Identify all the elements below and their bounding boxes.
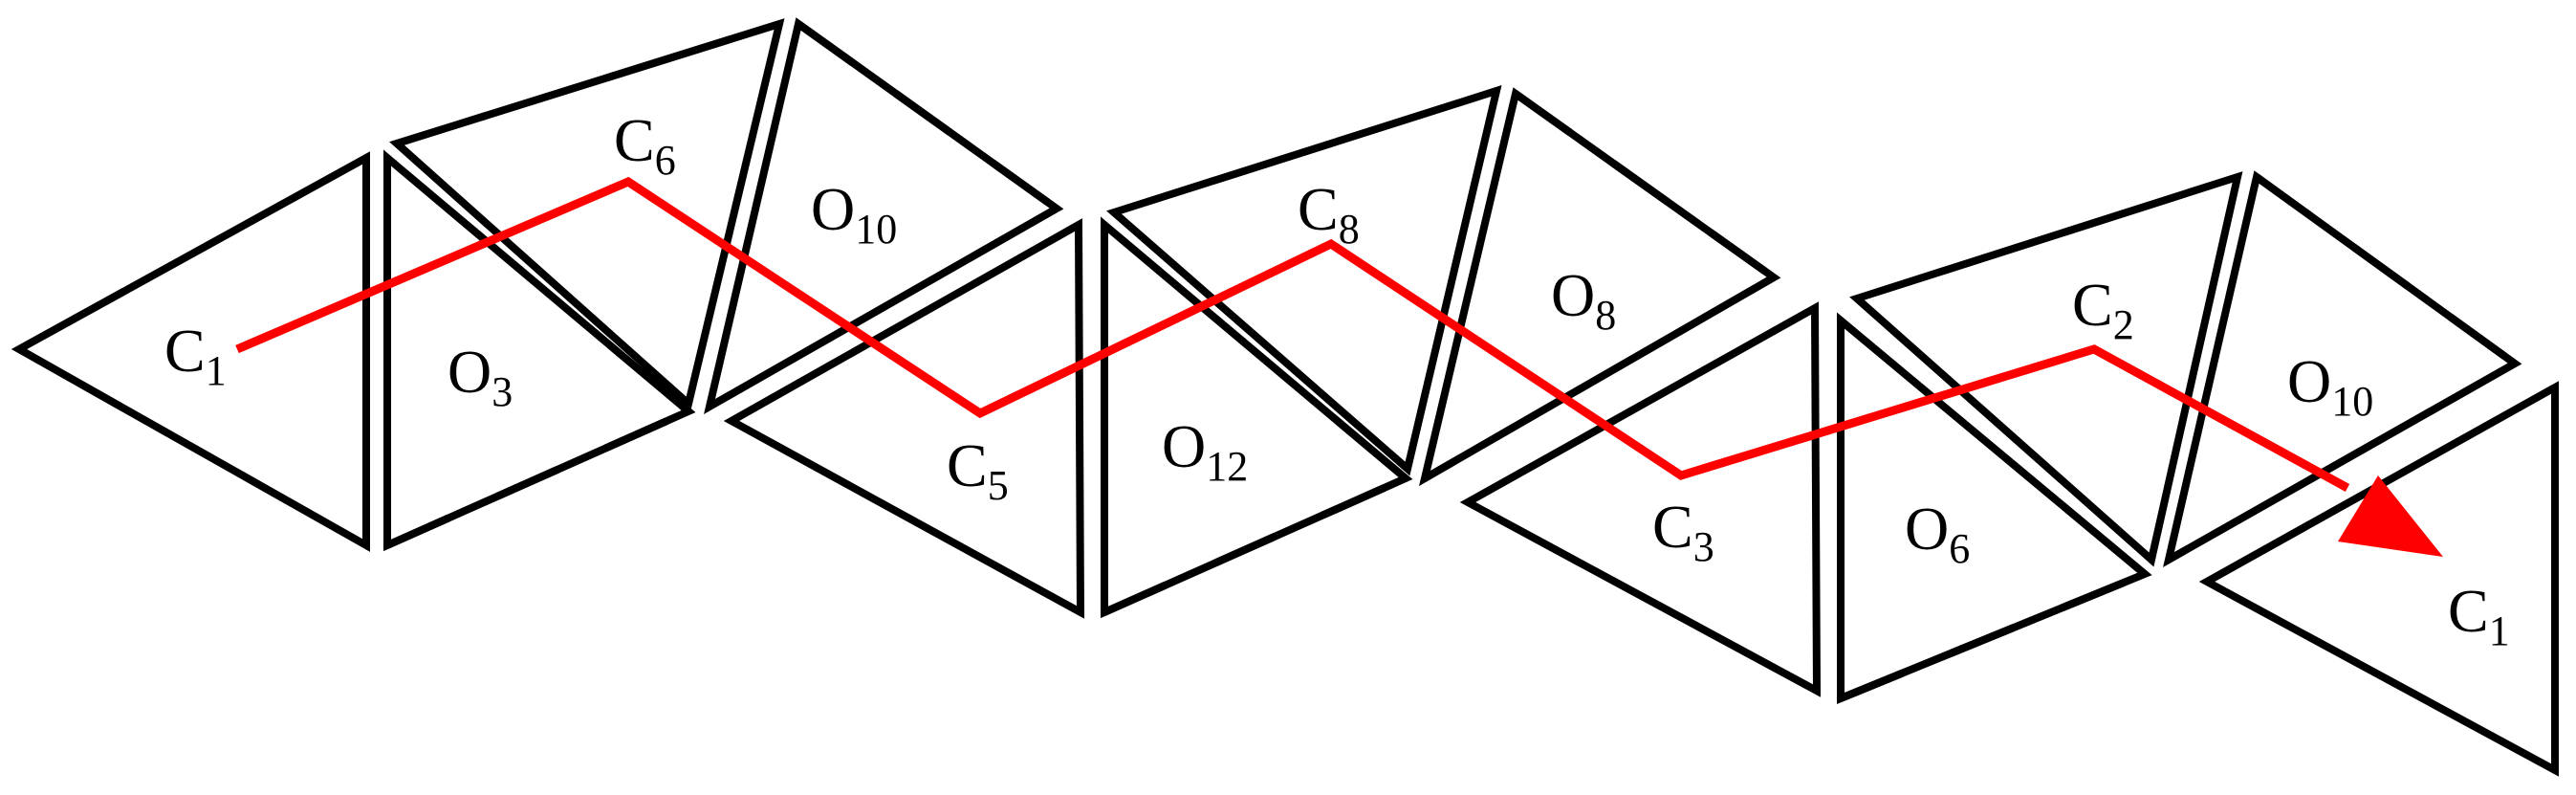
- triangle-face-5: [723, 218, 1085, 619]
- node-label-C8: C8: [1298, 175, 1360, 253]
- triangle-face-11: [1849, 171, 2243, 567]
- hidden-edge-4: [1513, 90, 1777, 281]
- triangle-face-7: [1106, 85, 1502, 476]
- octahedron-label-O10: O10: [2287, 347, 2373, 425]
- path-arrowhead: [2338, 475, 2443, 557]
- hidden-edge-2: [796, 20, 1059, 212]
- hidden-edge-6: [2254, 173, 2518, 367]
- conduction-path: [235, 176, 2443, 557]
- path-polyline: [235, 176, 2350, 492]
- triangle-face-9: [1459, 301, 1822, 697]
- hidden-edge-3: [1102, 475, 1408, 616]
- polyhedra-outline: [11, 17, 2559, 777]
- hidden-edge-1: [385, 408, 690, 549]
- node-label-C2: C2: [2072, 271, 2134, 348]
- triangle-face-3: [389, 18, 785, 411]
- octahedron-label-O12: O12: [1162, 412, 1248, 490]
- node-label-C1: C1: [2448, 577, 2510, 654]
- triangle-face-1: [11, 151, 370, 552]
- octahedron-label-O6: O6: [1905, 495, 1970, 572]
- node-label-C3: C3: [1652, 493, 1714, 570]
- triangle-face-13: [2198, 381, 2559, 777]
- node-label-C5: C5: [947, 431, 1009, 509]
- octahedron-label-O10: O10: [811, 175, 897, 253]
- octahedron-label-O8: O8: [1551, 261, 1616, 339]
- node-label-C6: C6: [614, 106, 676, 184]
- hidden-edge-5: [1839, 570, 2147, 702]
- node-label-C1: C1: [164, 317, 227, 394]
- octahedron-label-O3: O3: [448, 338, 513, 415]
